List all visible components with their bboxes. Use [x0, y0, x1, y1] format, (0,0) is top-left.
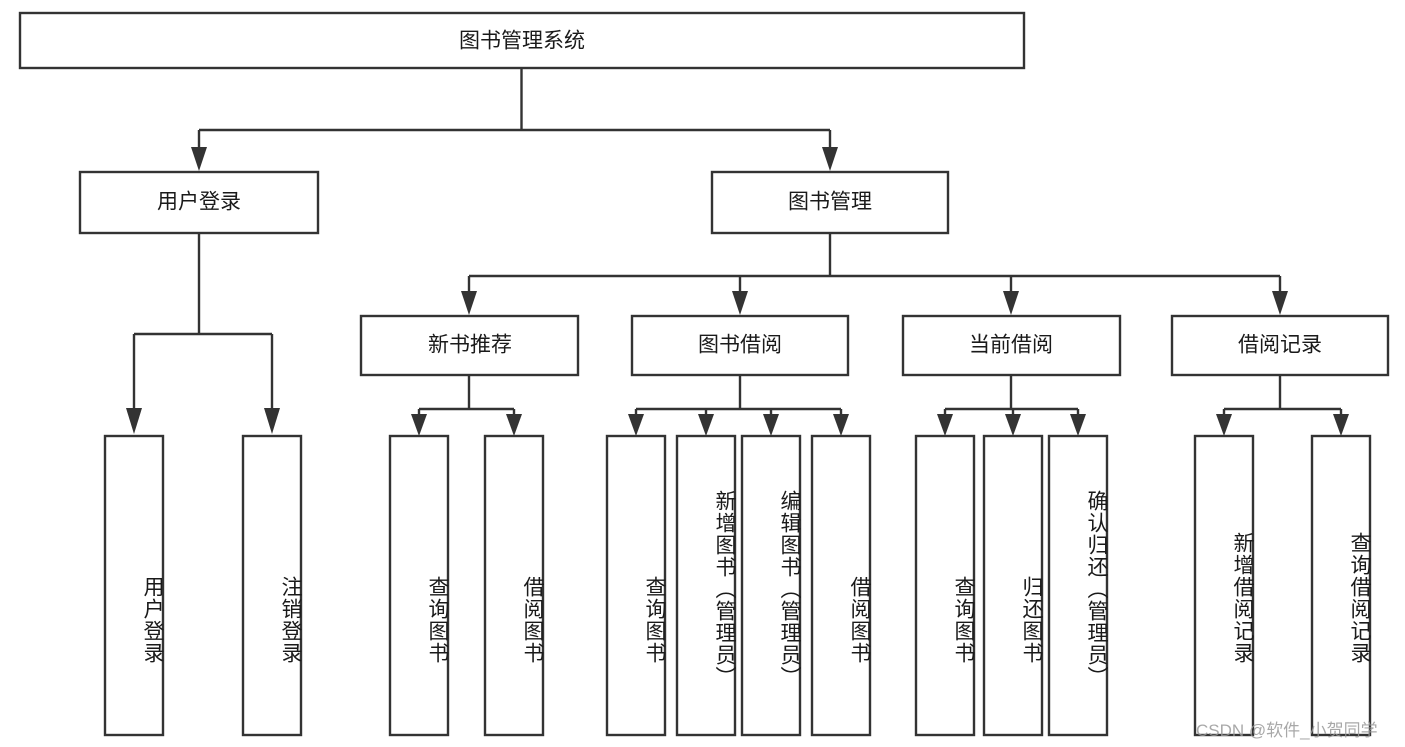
- node-label: 当前借阅: [969, 334, 1053, 357]
- arrow-borrow-record: [1272, 291, 1288, 315]
- leaf-rect-return-book[interactable]: [982, 434, 1044, 737]
- node-label: 图书管理系统: [459, 30, 585, 53]
- leaf-rect-query-borrow-record[interactable]: [1310, 434, 1372, 737]
- arrow-current-borrow: [1003, 291, 1019, 315]
- arrow-bookborrow-leaf-2: [698, 414, 714, 436]
- node-rect: [1170, 314, 1390, 377]
- node-book-management[interactable]: 图书管理: [710, 170, 950, 235]
- arrow-bookborrow-leaf-3: [763, 414, 779, 436]
- arrow-newbook-leaf-2: [506, 414, 522, 436]
- leaf-rect-add-borrow-record[interactable]: [1193, 434, 1255, 737]
- arrow-currentborrow-leaf-1: [937, 414, 953, 436]
- node-label: 图书管理: [788, 191, 872, 214]
- leaf-rect-confirm-return-admin[interactable]: [1047, 434, 1109, 737]
- node-rect: [901, 314, 1122, 377]
- leaf-rect-logout[interactable]: [241, 434, 303, 737]
- node-current-borrow[interactable]: 当前借阅: [901, 314, 1122, 377]
- leaf-rect-edit-book-admin[interactable]: [740, 434, 802, 737]
- node-book-management-system[interactable]: 图书管理系统: [18, 11, 1026, 70]
- arrow-book-manage: [822, 147, 838, 171]
- leaf-rect-borrow-book-recommend[interactable]: [483, 434, 545, 737]
- arrow-currentborrow-leaf-3: [1070, 414, 1086, 436]
- leaf-rect-add-book-admin[interactable]: [675, 434, 737, 737]
- node-borrow-record[interactable]: 借阅记录: [1170, 314, 1390, 377]
- node-label: 图书借阅: [698, 334, 782, 357]
- connector-group: [126, 68, 1349, 436]
- node-rect: [359, 314, 580, 377]
- watermark-text: CSDN @软件_小贺同学: [1196, 721, 1378, 740]
- arrow-leaf-logout: [264, 408, 280, 434]
- node-label: 借阅记录: [1238, 334, 1322, 357]
- node-rect: [78, 170, 320, 235]
- arrow-borrowrecord-leaf-2: [1333, 414, 1349, 436]
- arrow-currentborrow-leaf-2: [1005, 414, 1021, 436]
- leaf-rect-query-book-borrow[interactable]: [605, 434, 667, 737]
- arrow-bookborrow-leaf-4: [833, 414, 849, 436]
- node-rect: [18, 11, 1026, 70]
- node-label: 用户登录: [157, 191, 241, 214]
- leaf-rect-group: [103, 434, 1372, 737]
- node-rect: [630, 314, 850, 377]
- node-new-book-recommend[interactable]: 新书推荐: [359, 314, 580, 377]
- arrow-bookborrow-leaf-1: [628, 414, 644, 436]
- arrow-newbook-leaf-1: [411, 414, 427, 436]
- leaf-rect-query-book-recommend[interactable]: [388, 434, 450, 737]
- arrow-book-borrow: [732, 291, 748, 315]
- arrow-new-book-recommend: [461, 291, 477, 315]
- node-label: 新书推荐: [428, 334, 512, 357]
- node-book-borrow[interactable]: 图书借阅: [630, 314, 850, 377]
- node-rect: [710, 170, 950, 235]
- arrow-leaf-user-login: [126, 408, 142, 434]
- leaf-rect-query-book-current[interactable]: [914, 434, 976, 737]
- leaf-rect-user-login[interactable]: [103, 434, 165, 737]
- arrow-borrowrecord-leaf-1: [1216, 414, 1232, 436]
- leaf-rect-borrow-book[interactable]: [810, 434, 872, 737]
- node-user-login[interactable]: 用户登录: [78, 170, 320, 235]
- arrow-user-login: [191, 147, 207, 171]
